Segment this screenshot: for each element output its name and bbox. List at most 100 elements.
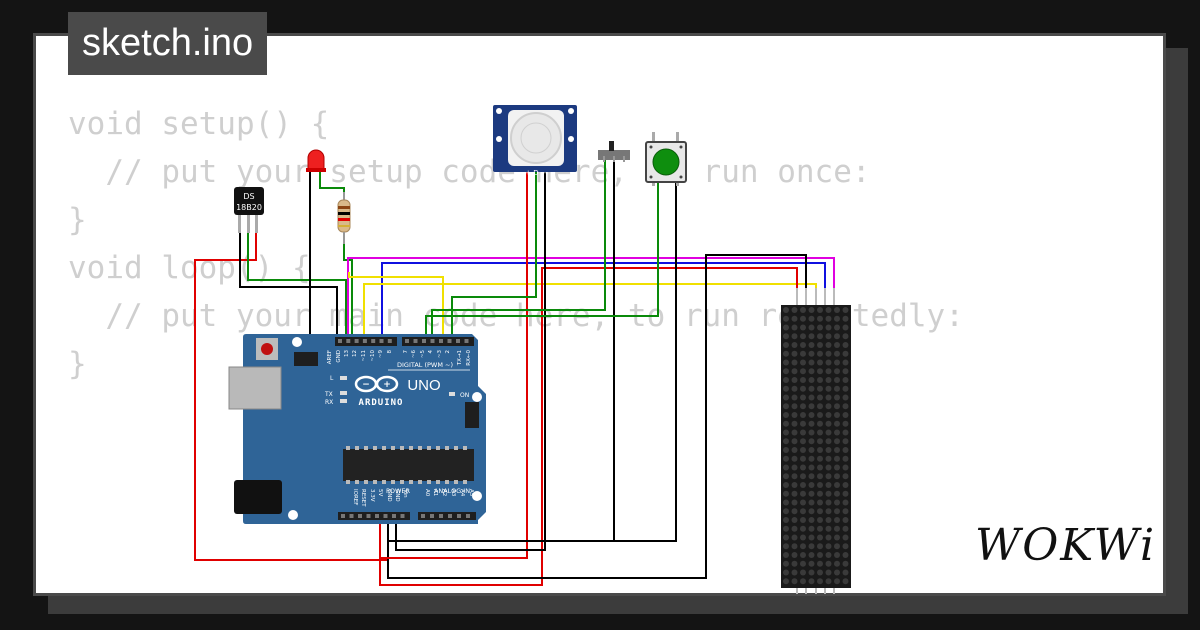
matrix-led (842, 350, 849, 357)
matrix-led (808, 420, 815, 427)
matrix-led (817, 368, 823, 375)
header-power (338, 512, 410, 520)
matrix-led (842, 438, 849, 445)
matrix-led (800, 307, 806, 313)
chip-leg (409, 480, 413, 484)
code-editor[interactable]: void setup() { // put your setup code he… (68, 100, 964, 388)
led-body (307, 149, 325, 171)
matrix-led (800, 342, 806, 348)
matrix-led (817, 473, 823, 480)
matrix-led (834, 368, 840, 375)
matrix-led (834, 420, 840, 427)
uno-model: UNO (407, 377, 440, 394)
pin-hole (354, 339, 359, 343)
matrix-led (808, 315, 815, 322)
matrix-led (842, 315, 849, 322)
matrix-led (825, 534, 832, 541)
matrix-led (817, 560, 823, 567)
pin-hole (456, 339, 460, 343)
svg-text:−: − (362, 380, 370, 390)
switch-lever (609, 141, 614, 151)
matrix-led (817, 578, 823, 585)
matrix-led (842, 508, 849, 515)
matrix-led (825, 359, 832, 366)
top-pin-label: TX→1 (457, 350, 463, 366)
matrix-led (842, 560, 849, 567)
matrix-led (842, 342, 849, 348)
matrix-led (825, 368, 832, 375)
pin-hole (422, 339, 426, 343)
matrix-led (783, 420, 789, 427)
matrix-led (783, 368, 789, 375)
matrix-led (825, 473, 832, 480)
top-pin-label: 7 (403, 350, 409, 354)
mount-hole (472, 392, 482, 402)
matrix-led (817, 315, 823, 322)
pin-hole (392, 514, 396, 518)
file-tab[interactable]: sketch.ino (68, 12, 268, 75)
matrix-led (791, 534, 798, 541)
matrix-led (842, 394, 849, 401)
matrix-led (808, 543, 815, 550)
chip-leg (445, 446, 449, 450)
bottom-pin-label: A4 (459, 489, 465, 497)
atmega-chip (343, 449, 474, 481)
matrix-led (842, 482, 849, 488)
matrix-led (817, 534, 823, 541)
pin-hole (349, 514, 354, 518)
matrix-led (842, 333, 849, 340)
matrix-led (834, 455, 840, 462)
matrix-led (783, 543, 789, 550)
pin-hole (439, 339, 443, 343)
wire-button-gnd (614, 182, 677, 542)
matrix-led (791, 333, 798, 340)
matrix-dots (783, 307, 849, 585)
chip-leg (391, 446, 395, 450)
top-pin-label: ~11 (361, 350, 367, 362)
top-pin-label: ~10 (370, 350, 376, 362)
chip-leg (427, 480, 431, 484)
top-pin-label: 13 (344, 350, 350, 357)
pin-hole (413, 339, 418, 343)
matrix-led (783, 569, 789, 576)
matrix-led (825, 508, 832, 515)
matrix-led (800, 420, 806, 427)
matrix-led (791, 438, 798, 445)
matrix-led (800, 543, 806, 550)
green-pushbutton[interactable] (645, 132, 687, 186)
matrix-led (800, 315, 806, 322)
pin-hole (366, 514, 371, 518)
matrix-led (791, 490, 798, 497)
matrix-led (800, 464, 806, 471)
pin-hole (341, 514, 345, 518)
reset-button-cap (261, 343, 273, 355)
matrix-pin (833, 588, 835, 594)
power-label: POWER (386, 487, 411, 495)
matrix-led (783, 333, 789, 340)
matrix-led (825, 394, 832, 401)
resistor[interactable] (337, 192, 351, 244)
matrix-led (800, 552, 806, 558)
matrix-led (825, 464, 832, 471)
matrix-led (825, 307, 832, 313)
matrix-led (800, 517, 806, 523)
led-matrix[interactable] (781, 288, 851, 594)
matrix-led (791, 499, 798, 506)
matrix-led (783, 490, 789, 497)
chip-leg (346, 446, 350, 450)
matrix-led (817, 464, 823, 471)
matrix-led (825, 543, 832, 550)
pir-sensor[interactable]: + D − (493, 105, 577, 177)
slide-switch[interactable] (598, 141, 630, 162)
matrix-led (791, 342, 798, 348)
matrix-led (834, 412, 840, 418)
wire-led-res (319, 172, 345, 200)
ds18b20-sensor[interactable]: DS 18B20 (234, 187, 264, 233)
code-line: } (68, 202, 87, 238)
matrix-led (791, 359, 798, 366)
red-led[interactable] (306, 149, 326, 172)
matrix-led (800, 403, 806, 410)
top-pin-label: 12 (352, 350, 358, 357)
matrix-led (800, 560, 806, 567)
